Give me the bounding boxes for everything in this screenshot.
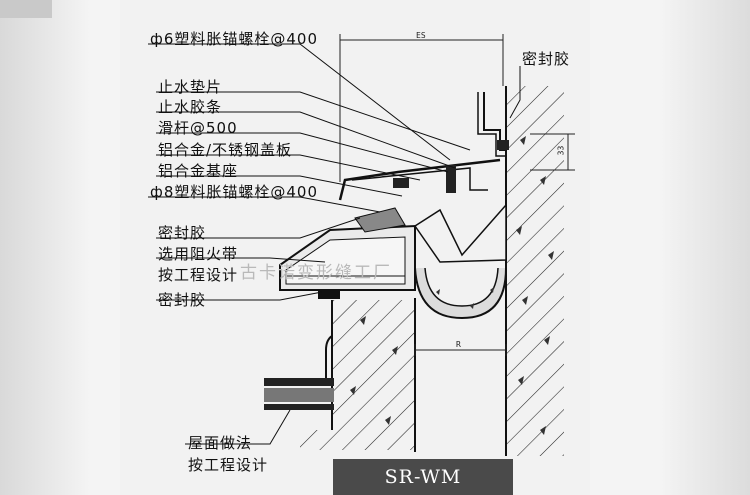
dimension-side-height: 33: [556, 145, 566, 156]
label-sealant-mid: 密封胶: [158, 224, 207, 242]
left-structure: [300, 298, 416, 452]
corner-mark: [0, 0, 52, 18]
label-roof-method-1: 屋面做法: [188, 434, 253, 452]
fire-belt: [414, 267, 507, 320]
dimension-lines: [339, 34, 575, 356]
label-fire-belt-2: 按工程设计: [158, 266, 239, 284]
label-anchor-bolt-8: ф8塑料胀锚螺栓@400: [150, 183, 318, 201]
right-wall: [505, 86, 564, 456]
label-waterstop-pad: 止水垫片: [158, 78, 223, 96]
label-base-seat: 铝合金基座: [158, 162, 239, 180]
leader-lines: [148, 43, 521, 445]
label-sealant-low: 密封胶: [158, 291, 207, 309]
model-plate: SR-WM: [333, 459, 513, 495]
dimension-top-width: ES: [416, 31, 426, 40]
label-roof-method-2: 按工程设计: [188, 456, 269, 474]
label-anchor-bolt-6: ф6塑料胀锚螺栓@400: [150, 30, 318, 48]
dimension-gap-width: R: [456, 340, 461, 349]
aluminium-base: [279, 224, 416, 299]
roof-layers: [264, 335, 334, 410]
label-slide-bar: 滑杆@500: [158, 119, 238, 137]
watermark-text: 古卡诺变形缝工厂: [240, 263, 392, 283]
wall-flashing: [477, 92, 509, 157]
label-cover-plate: 铝合金/不锈钢盖板: [158, 141, 293, 159]
label-waterstop-strip: 止水胶条: [158, 98, 223, 116]
cover-plate: [338, 158, 507, 263]
label-sealant-top: 密封胶: [522, 50, 571, 68]
label-fire-belt-1: 选用阻火带: [158, 245, 239, 263]
